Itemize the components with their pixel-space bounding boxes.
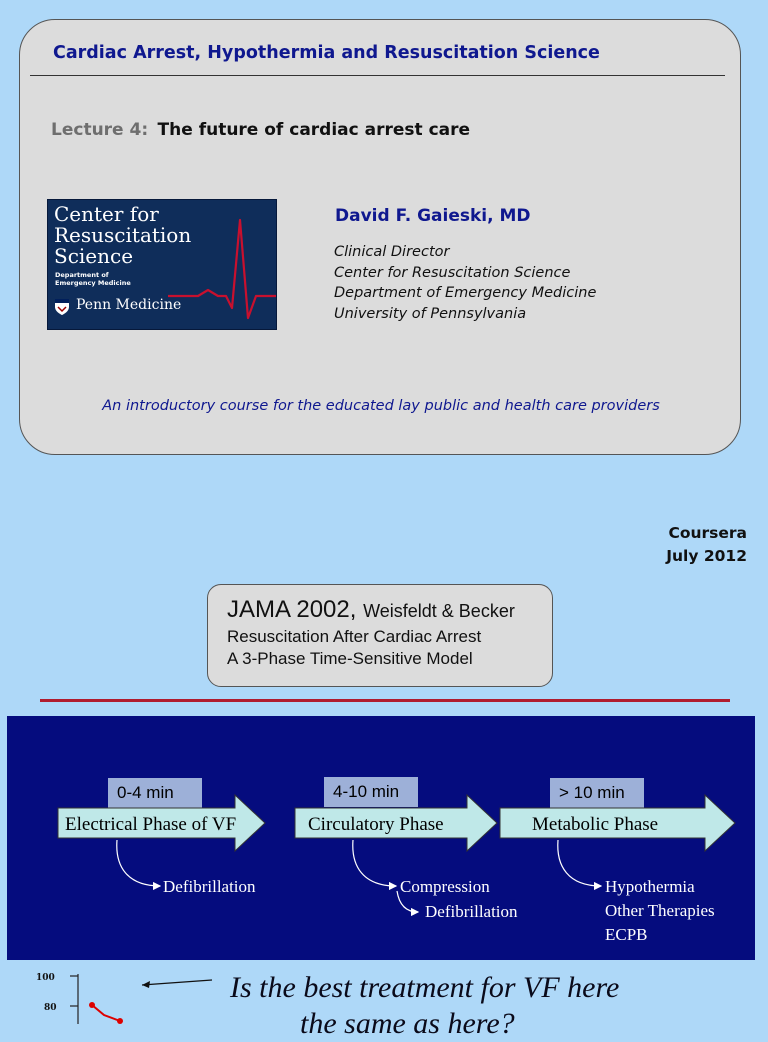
citation-authors: Weisfeldt & Becker xyxy=(363,601,515,621)
title-divider xyxy=(30,75,725,76)
penn-shield-icon xyxy=(55,299,69,315)
venue-name: Coursera xyxy=(668,524,747,542)
phase-time-label: 0-4 min xyxy=(108,778,202,808)
phase-name: Circulatory Phase xyxy=(308,814,444,835)
phase-time-label: 4-10 min xyxy=(324,777,418,807)
title-card: Cardiac Arrest, Hypothermia and Resuscit… xyxy=(19,19,741,455)
lecture-heading: Lecture 4: The future of cardiac arrest … xyxy=(51,120,470,140)
pointer-arrowhead xyxy=(142,981,150,988)
logo-text: Center for Resuscitation Science xyxy=(54,202,192,268)
phase-note: ECPB xyxy=(605,925,648,944)
red-divider xyxy=(40,699,730,702)
graph-point xyxy=(117,1018,123,1024)
survival-graph-snippet: 100 80 xyxy=(36,973,213,1024)
phase-note: Compression xyxy=(400,877,490,896)
affiliation-line: Department of Emergency Medicine xyxy=(334,285,597,301)
phase-arrow xyxy=(499,793,736,853)
phase-note: Hypothermia xyxy=(605,877,695,896)
phase-note: Other Therapies xyxy=(605,901,715,920)
author-affiliations: Clinical Director Center for Resuscitati… xyxy=(334,242,596,324)
author-name: David F. Gaieski, MD xyxy=(335,206,531,226)
affiliation-line: Center for Resuscitation Science xyxy=(334,264,571,281)
question-line: the same as here? xyxy=(300,1007,515,1040)
pointer-arrow xyxy=(141,979,213,986)
logo-penn-medicine: Penn Medicine xyxy=(76,297,182,313)
center-logo: Center for Resuscitation Science Departm… xyxy=(47,199,277,330)
note-connector xyxy=(352,839,398,891)
note-connector xyxy=(557,839,603,891)
course-intro: An introductory course for the educated … xyxy=(102,398,660,414)
phase-diagram: Electrical Phase of VF Circulatory Phase… xyxy=(57,793,736,944)
graph-tick-label: 80 xyxy=(44,1003,57,1013)
lecture-number: Lecture 4: xyxy=(51,120,149,140)
question-line: Is the best treatment for VF here xyxy=(230,971,620,1004)
graph-point xyxy=(89,1002,95,1008)
logo-department: Department of Emergency Medicine xyxy=(55,271,131,287)
phase-note: Defibrillation xyxy=(425,902,518,921)
phase-note: Defibrillation xyxy=(163,877,256,896)
lecture-title: The future of cardiac arrest care xyxy=(157,120,471,140)
venue-date: July 2012 xyxy=(666,547,747,565)
affiliation-line: University of Pennsylvania xyxy=(334,305,527,322)
citation-subtitle: A 3-Phase Time-Sensitive Model xyxy=(227,649,473,668)
phase-name: Electrical Phase of VF xyxy=(65,814,236,835)
note-connector xyxy=(396,890,420,917)
citation-box: JAMA 2002, Weisfeldt & Becker Resuscitat… xyxy=(207,584,553,687)
graph-tick-label: 100 xyxy=(36,973,55,983)
graph-series-line xyxy=(91,1004,121,1022)
phase-name: Metabolic Phase xyxy=(532,814,658,835)
citation-title: Resuscitation After Cardiac Arrest xyxy=(227,627,482,646)
affiliation-line: Clinical Director xyxy=(334,244,450,260)
citation-journal: JAMA 2002, Weisfeldt & Becker xyxy=(227,596,515,623)
phase-arrow xyxy=(294,793,498,853)
venue: Coursera July 2012 xyxy=(666,522,747,568)
ecg-trace-icon xyxy=(168,218,276,320)
note-connector xyxy=(116,839,162,891)
phase-arrow xyxy=(57,793,266,853)
phase-model-panel: 0-4 min 4-10 min > 10 min Electrical Pha… xyxy=(7,716,755,960)
phase-time-label: > 10 min xyxy=(550,778,644,808)
course-title: Cardiac Arrest, Hypothermia and Resuscit… xyxy=(53,43,600,63)
